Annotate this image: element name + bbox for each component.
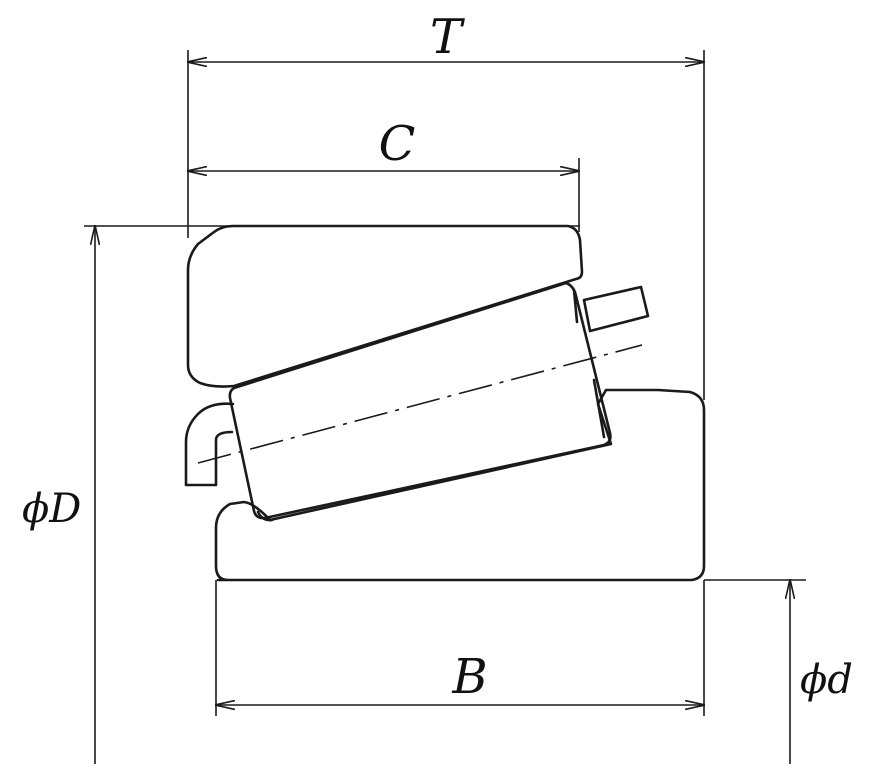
tapered-roller	[228, 281, 612, 522]
label-phi-d: ϕd	[800, 657, 853, 703]
roller-large-end-edge	[572, 288, 579, 324]
label-B: B	[451, 649, 487, 705]
cage-small-end	[184, 402, 235, 487]
roller-body	[228, 281, 612, 520]
cage-large-end-bar	[582, 285, 650, 333]
label-C: C	[379, 116, 416, 172]
label-phi-D: ϕD	[22, 486, 81, 532]
cage	[184, 285, 650, 487]
label-T: T	[430, 9, 465, 65]
roller-axis-centerline	[197, 344, 643, 464]
dimension-lines	[95, 62, 790, 764]
extension-lines	[84, 50, 806, 716]
inner-ring-cone	[214, 388, 706, 582]
outer-ring-cup	[186, 224, 584, 388]
